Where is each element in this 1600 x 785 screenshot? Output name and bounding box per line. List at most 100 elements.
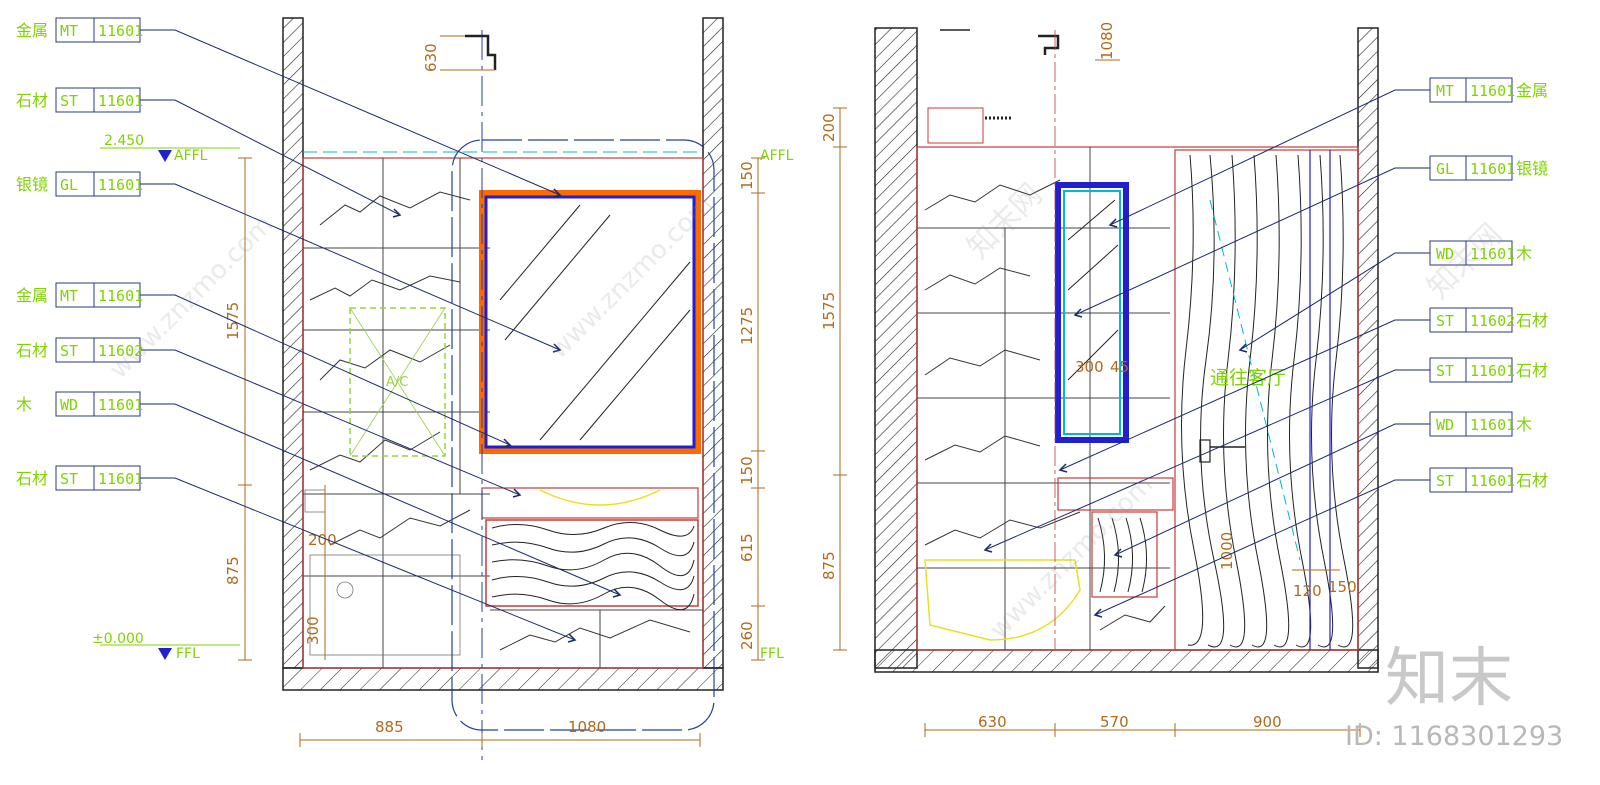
tag-number: 11601 [98,22,143,40]
tag-code: ST [1436,362,1454,380]
right-elevation: 通往客厅 [874,27,1379,673]
tag-box [55,171,141,197]
tag-code: GL [1436,160,1454,178]
tag-leader [1059,319,1430,471]
left-stone-tiles [303,158,703,668]
tag-box [55,465,141,491]
tag-box [1429,411,1513,437]
tag-label: 木 [1516,415,1532,434]
tag-box [1429,240,1513,266]
left-mirror-reflection [499,204,691,441]
tag-box [1429,307,1513,333]
right-ceiling-step [1038,34,1060,55]
tag-number: 11601 [98,396,143,414]
right-door-label: 通往客厅 [1210,367,1286,389]
dim-top-630: 630 [422,43,440,72]
right-dimensions [833,59,1361,737]
left-floor-slab [282,667,724,691]
tag-label: 木 [1516,244,1532,263]
tag-leader [1094,479,1430,616]
tag-code: ST [1436,312,1454,330]
right-wall-left [874,27,918,669]
right-vanity-top [1057,477,1174,511]
right-floor-slab [874,649,1379,673]
svg-text:2.450: 2.450 [104,133,144,149]
tag-label: 银镜 [16,175,48,194]
watermark-id: ID: 1168301293 [1345,721,1563,752]
tag-code: ST [1436,472,1454,490]
rdim-1080: 1080 [1098,22,1116,60]
tag-leader [140,294,511,446]
left-level-bottom: ±0.000 FFL FFL [92,631,784,662]
tag-leader [140,183,561,351]
tag-number: 11601 [1470,472,1515,490]
left-wall-left [282,17,304,669]
tag-box [55,17,141,43]
dim-bottom-885: 885 [375,718,404,736]
watermark-logo: 知末 [1385,642,1513,716]
tag-box [1429,357,1513,383]
dim-left-875: 875 [224,556,242,585]
tag-leader [984,369,1430,551]
tag-number: 11601 [1470,416,1515,434]
tag-label: 石材 [1516,361,1548,380]
tag-leader [140,477,576,641]
tag-code: WD [60,396,78,414]
right-vent [927,107,984,144]
tag-number: 11601 [98,287,143,305]
tag-label: 银镜 [1516,159,1548,178]
dim-right-260: 260 [738,621,756,650]
tag-number: 11602 [98,342,143,360]
dim-right-150b: 150 [738,456,756,485]
tag-label: 金属 [1516,81,1548,100]
rdim-150: 150 [1328,578,1357,596]
tag-box [1429,77,1513,103]
rdim-630: 630 [978,713,1007,731]
dim-right-150a: 150 [738,161,756,190]
tag-box [55,282,141,308]
right-vanity-cabinet [1091,511,1158,598]
left-wood-grain [491,522,695,610]
right-wall-right [1357,27,1379,669]
dim-left-200: 200 [308,531,337,549]
tag-number: 11601 [1470,82,1515,100]
right-wood-panel [1174,149,1359,651]
left-vanity-cabinet [485,519,699,607]
tag-code: WD [1436,245,1454,263]
left-access-panel [349,307,446,457]
tag-code: GL [60,176,78,194]
rdim-570: 570 [1100,713,1129,731]
rdim-45: 45 [1110,358,1129,376]
left-material-tag: 银镜 GL 11601 [16,171,562,353]
rdim-1575: 1575 [820,292,838,330]
right-door-handle [1199,439,1211,463]
left-dimensions [238,35,765,747]
tag-label: 石材 [1516,311,1548,330]
tag-code: ST [60,92,78,110]
tag-leader [140,99,401,216]
dim-left-300: 300 [304,616,322,645]
rdim-300: 300 [1075,358,1104,376]
tag-leader [1074,167,1430,316]
watermark-diagonal: www.znzmo.com www.znzmo.com www.znzmo.co… [104,177,1510,645]
tag-number: 11601 [98,470,143,488]
tag-box [1429,467,1513,493]
tag-leader [1239,252,1430,351]
tag-number: 11601 [1470,362,1515,380]
tag-number: 11601 [98,92,143,110]
tag-label: 石材 [16,91,48,110]
tag-box [1429,155,1513,181]
